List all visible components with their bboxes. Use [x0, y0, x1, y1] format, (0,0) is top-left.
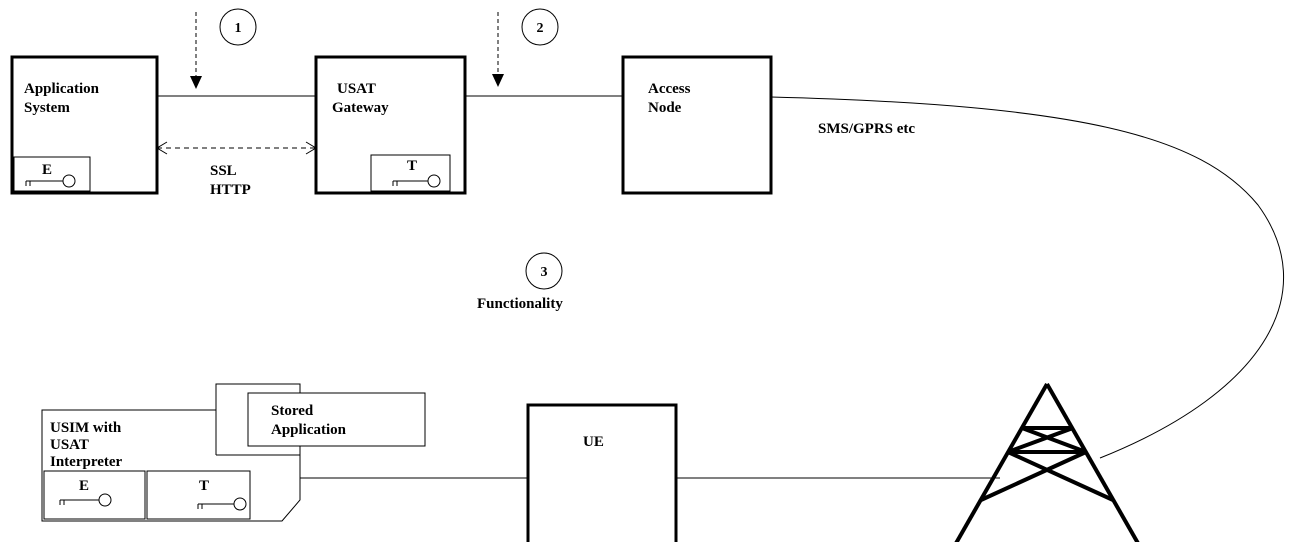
access-node-box: Access Node [623, 57, 771, 193]
dashed-arrow-1 [190, 12, 202, 89]
stored-application-box: Stored Application [248, 393, 425, 446]
application-system-box: Application System E [12, 57, 157, 193]
usat-gateway-box: USAT Gateway T [316, 57, 465, 193]
usat-gateway-line1: USAT [337, 81, 376, 97]
key-t-box: T [371, 155, 450, 191]
usim-key-t-label: T [199, 478, 209, 494]
usim-key-e-box: E [44, 471, 145, 519]
marker-1: 1 [220, 9, 256, 45]
functionality-label: Functionality [477, 296, 563, 312]
access-node-line2: Node [648, 100, 682, 116]
ssl-label: SSL [210, 163, 237, 179]
usim-line3: Interpreter [50, 454, 123, 470]
marker-3-text: 3 [541, 265, 548, 280]
dashed-arrow-2 [492, 12, 504, 87]
access-node-line1: Access [648, 81, 691, 97]
stored-application-line1: Stored [271, 403, 314, 419]
key-e-label: E [42, 162, 52, 178]
marker-2: 2 [522, 9, 558, 45]
usim-key-e-label: E [79, 478, 89, 494]
ue-box: UE [528, 405, 676, 542]
usim-line2: USAT [50, 437, 89, 453]
ue-label: UE [583, 434, 604, 450]
sms-gprs-label: SMS/GPRS etc [818, 121, 915, 137]
ssl-http-arrow [157, 142, 316, 154]
marker-2-text: 2 [537, 21, 544, 36]
usim-key-t-box: T [147, 471, 250, 519]
http-label: HTTP [210, 182, 251, 198]
usim-line1: USIM with [50, 420, 122, 436]
key-e-box: E [14, 157, 90, 191]
marker-1-text: 1 [235, 21, 242, 36]
stored-application-line2: Application [271, 422, 347, 438]
application-system-line1: Application [24, 81, 100, 97]
key-t-label: T [407, 158, 417, 174]
radio-tower-icon [955, 384, 1139, 542]
radio-link-curve [771, 97, 1284, 458]
marker-3: 3 [526, 253, 562, 289]
application-system-line2: System [24, 100, 70, 116]
usat-gateway-line2: Gateway [332, 100, 389, 116]
usim-card: Stored Application USIM with USAT Interp… [42, 384, 425, 521]
